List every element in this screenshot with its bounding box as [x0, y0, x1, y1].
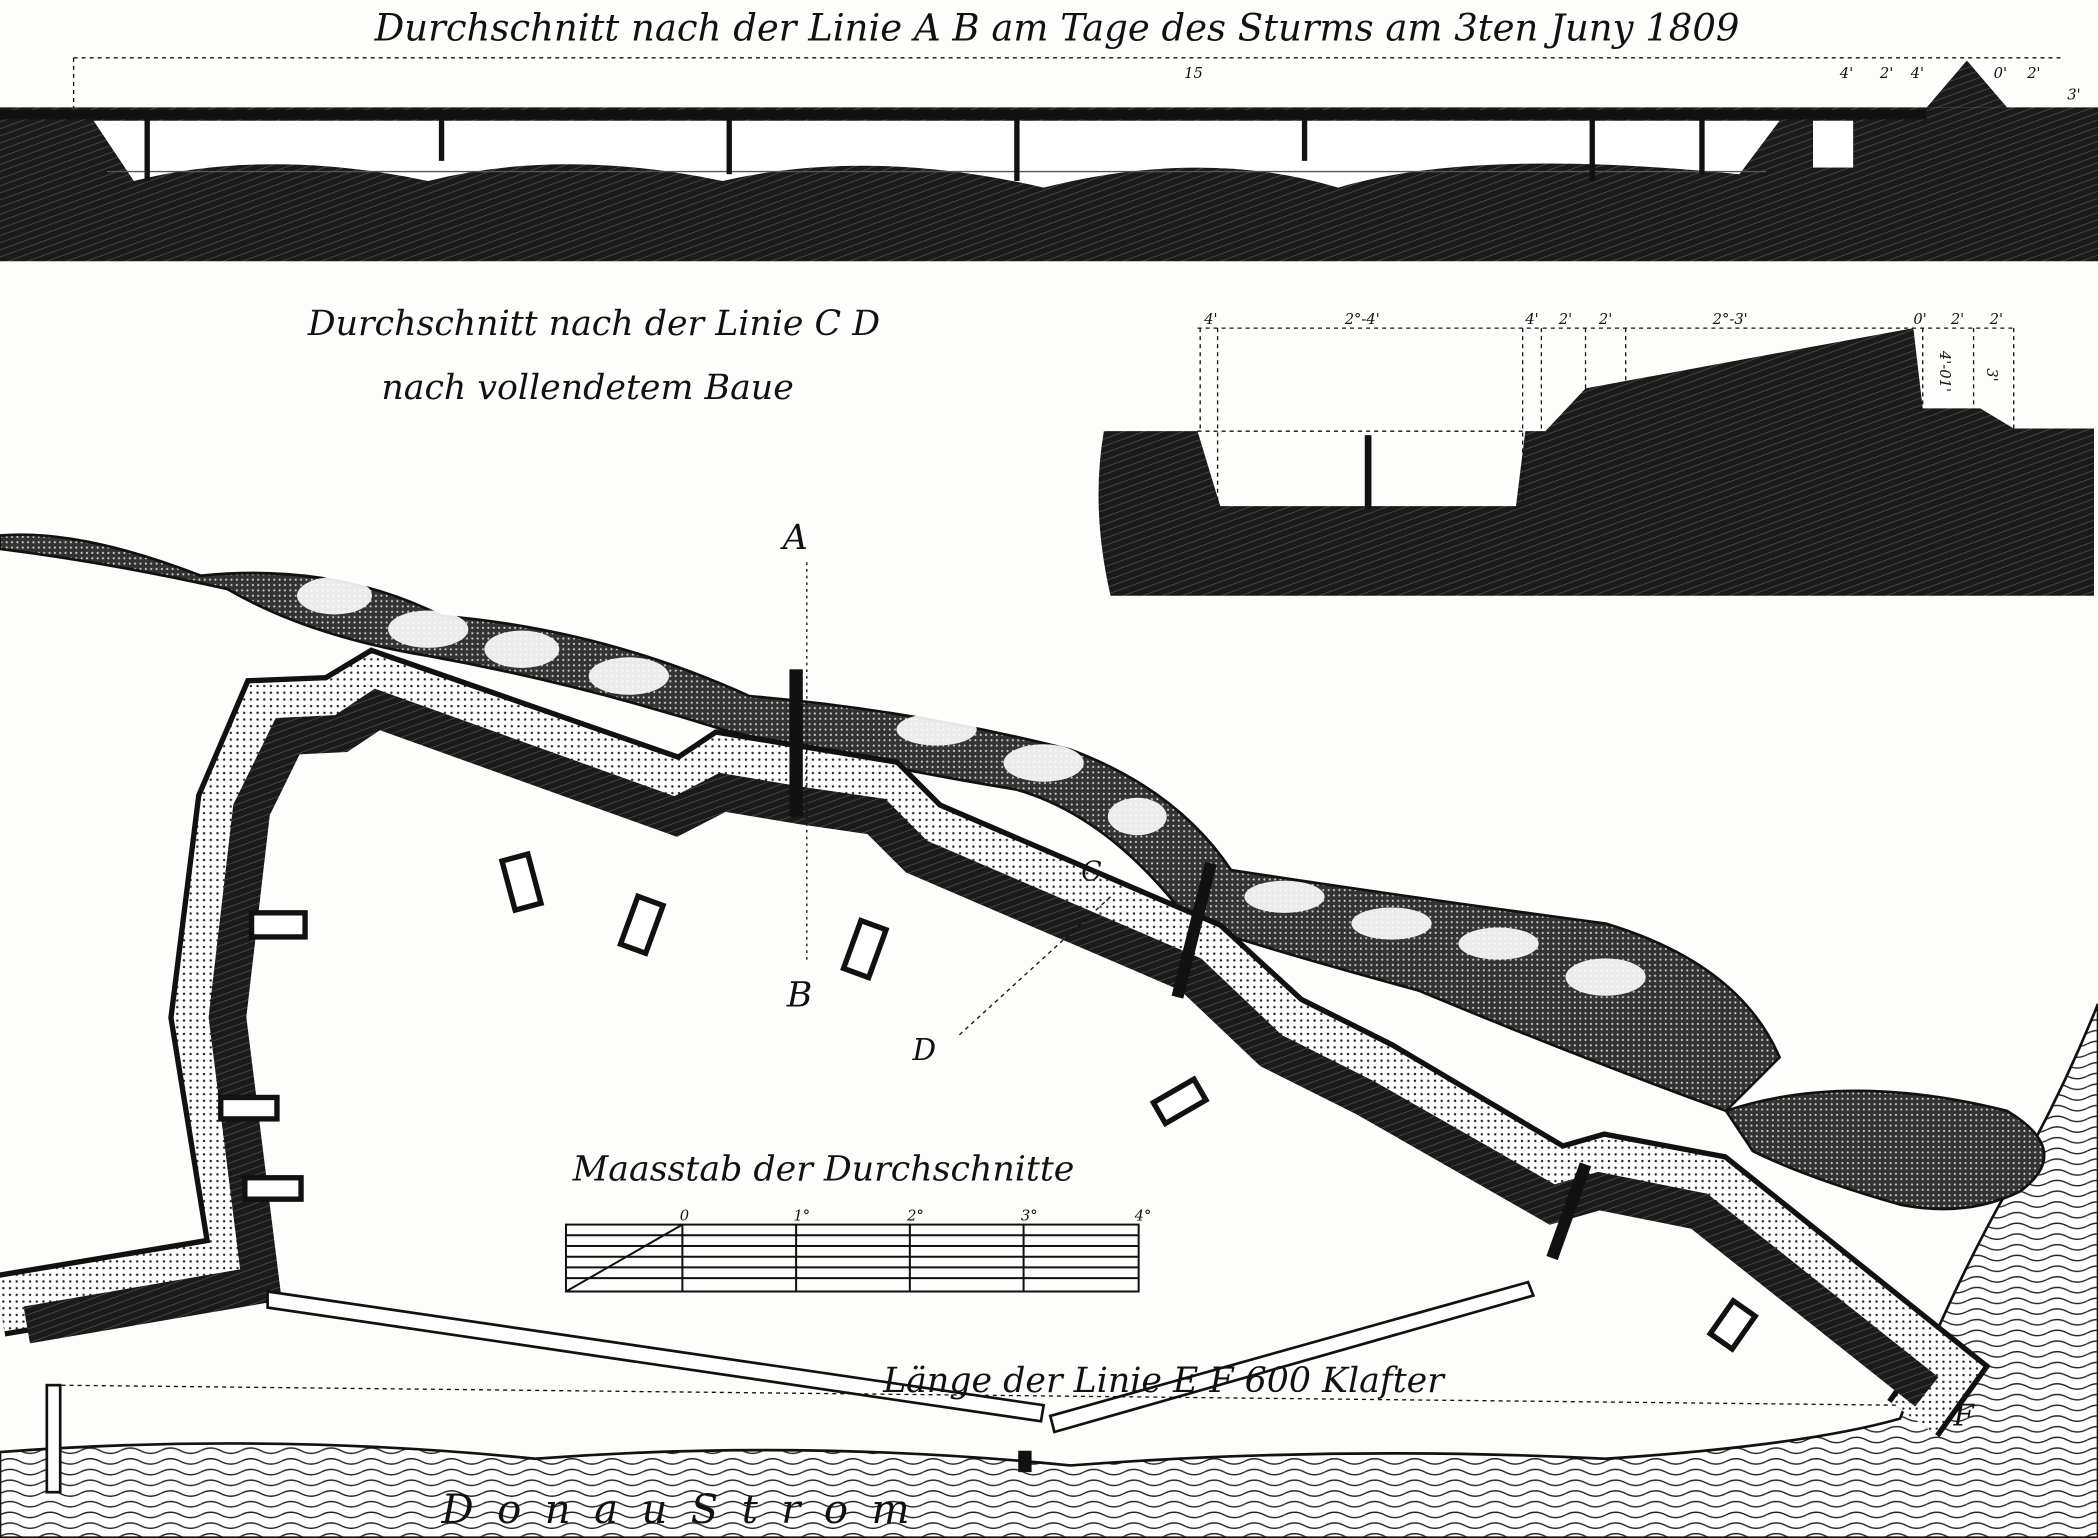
palisade: [1364, 435, 1372, 509]
label-a: A: [780, 518, 808, 558]
label-b: B: [786, 975, 813, 1015]
dimension-label: 2': [2026, 65, 2040, 82]
gallery-cut: [1813, 120, 1854, 168]
scale-tick: 4°: [1134, 1208, 1152, 1225]
rampart-profile: [1098, 328, 2094, 596]
dimension-label: 2': [1989, 311, 2003, 328]
scale-bar: Maasstab der Durchschnitte 0 1° 2° 3° 4°: [564, 1149, 1152, 1293]
parapet: [1926, 60, 2008, 108]
river-arm: [0, 533, 2046, 1211]
bridge-deck: [0, 110, 1927, 120]
marsh: [1723, 1089, 2046, 1211]
dimension-lines: [1197, 327, 2015, 507]
scale-title: Maasstab der Durchschnitte: [572, 1149, 1075, 1189]
dimension-label: 15: [1184, 65, 1203, 82]
dimension-label: 2': [1950, 311, 1964, 328]
dimension-label: 2°-4': [1344, 311, 1380, 328]
section-cd: Durchschnitt nach der Linie C D nach vol…: [307, 304, 2094, 596]
section-cd-subtitle: nach vollendetem Baue: [381, 368, 793, 408]
dimension-label: 4': [1203, 311, 1217, 328]
dimension-label: 2': [1598, 311, 1612, 328]
line-length-label: Länge der Linie E F 600 Klafter: [882, 1361, 1446, 1401]
dimension-label: 0': [1913, 311, 1926, 328]
section-ab-title: Durchschnitt nach der Linie A B am Tage …: [374, 5, 1740, 49]
dimension-label: 2': [1558, 311, 1572, 328]
scale-tick: 0: [680, 1208, 689, 1225]
dimension-label: 4': [1839, 65, 1853, 82]
label-d: D: [912, 1033, 937, 1067]
dimension-label: 3': [1983, 368, 2000, 381]
plan-labels: A B C D F: [780, 518, 1976, 1432]
bridge-supports: [144, 118, 1705, 181]
dimension-label: 4': [1524, 311, 1538, 328]
dimension-label: 2': [1879, 65, 1893, 82]
scale-tick: 3°: [1021, 1208, 1038, 1225]
river-name: D o n a u S t r o m: [441, 1487, 915, 1533]
dimension-label: 4': [1910, 65, 1924, 82]
danube-river: D o n a u S t r o m: [0, 1003, 2098, 1538]
section-ab: Durchschnitt nach der Linie A B am Tage …: [0, 5, 2098, 262]
dimension-label: 0': [1994, 65, 2007, 82]
curtain-walls: [45, 1280, 1900, 1494]
section-cd-title: Durchschnitt nach der Linie C D: [307, 304, 880, 344]
dimension-label: 3': [2067, 86, 2080, 103]
ab-cut: [789, 562, 1592, 1261]
label-f: F: [1952, 1398, 1975, 1432]
dimension-label: 2°-3': [1712, 311, 1748, 328]
label-c: C: [1081, 857, 1101, 888]
scale-tick: 2°: [906, 1208, 924, 1225]
dimension-label: 4'-01': [1936, 350, 1953, 392]
scale-tick: 1°: [793, 1208, 810, 1225]
blockhouses: [218, 850, 1759, 1353]
